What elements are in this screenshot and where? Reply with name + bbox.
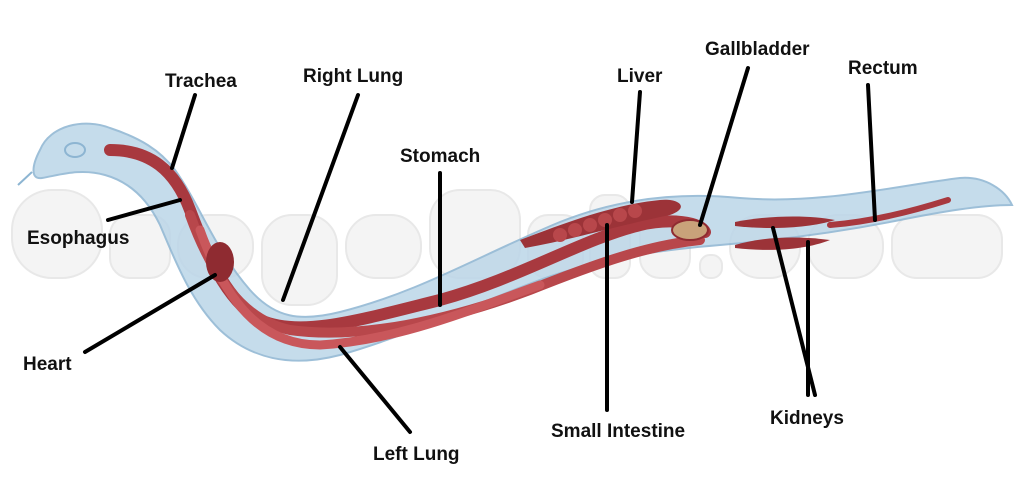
right-lung-line	[281, 93, 360, 302]
kidney-upper	[735, 216, 835, 228]
label-rectum: Rectum	[848, 58, 918, 79]
trachea-esophagus	[104, 144, 711, 334]
label-liver: Liver	[617, 66, 663, 87]
rectum	[827, 197, 951, 228]
left-lung	[195, 225, 545, 350]
label-gallbladder: Gallbladder	[705, 39, 810, 60]
esophagus-line	[106, 198, 182, 222]
kidney-lower	[735, 237, 830, 250]
snake-tongue	[17, 171, 33, 186]
label-small-intestine: Small Intestine	[551, 421, 685, 442]
rectum-line	[866, 83, 877, 222]
leader-lines	[83, 66, 877, 434]
label-trachea: Trachea	[165, 71, 237, 92]
heart	[206, 242, 234, 282]
label-esophagus: Esophagus	[27, 228, 129, 249]
gallbladder-line	[698, 66, 750, 227]
label-heart: Heart	[23, 354, 72, 375]
organs	[104, 144, 951, 350]
small-intestine	[553, 204, 642, 242]
label-kidneys: Kidneys	[770, 408, 844, 429]
label-left-lung: Left Lung	[373, 444, 460, 465]
snake-eye	[64, 142, 86, 158]
left-lung-line	[338, 345, 412, 434]
liver-line	[630, 90, 642, 204]
label-stomach: Stomach	[400, 146, 480, 167]
trachea-line	[170, 93, 197, 170]
heart-line	[83, 273, 217, 354]
label-right-lung: Right Lung	[303, 66, 403, 87]
